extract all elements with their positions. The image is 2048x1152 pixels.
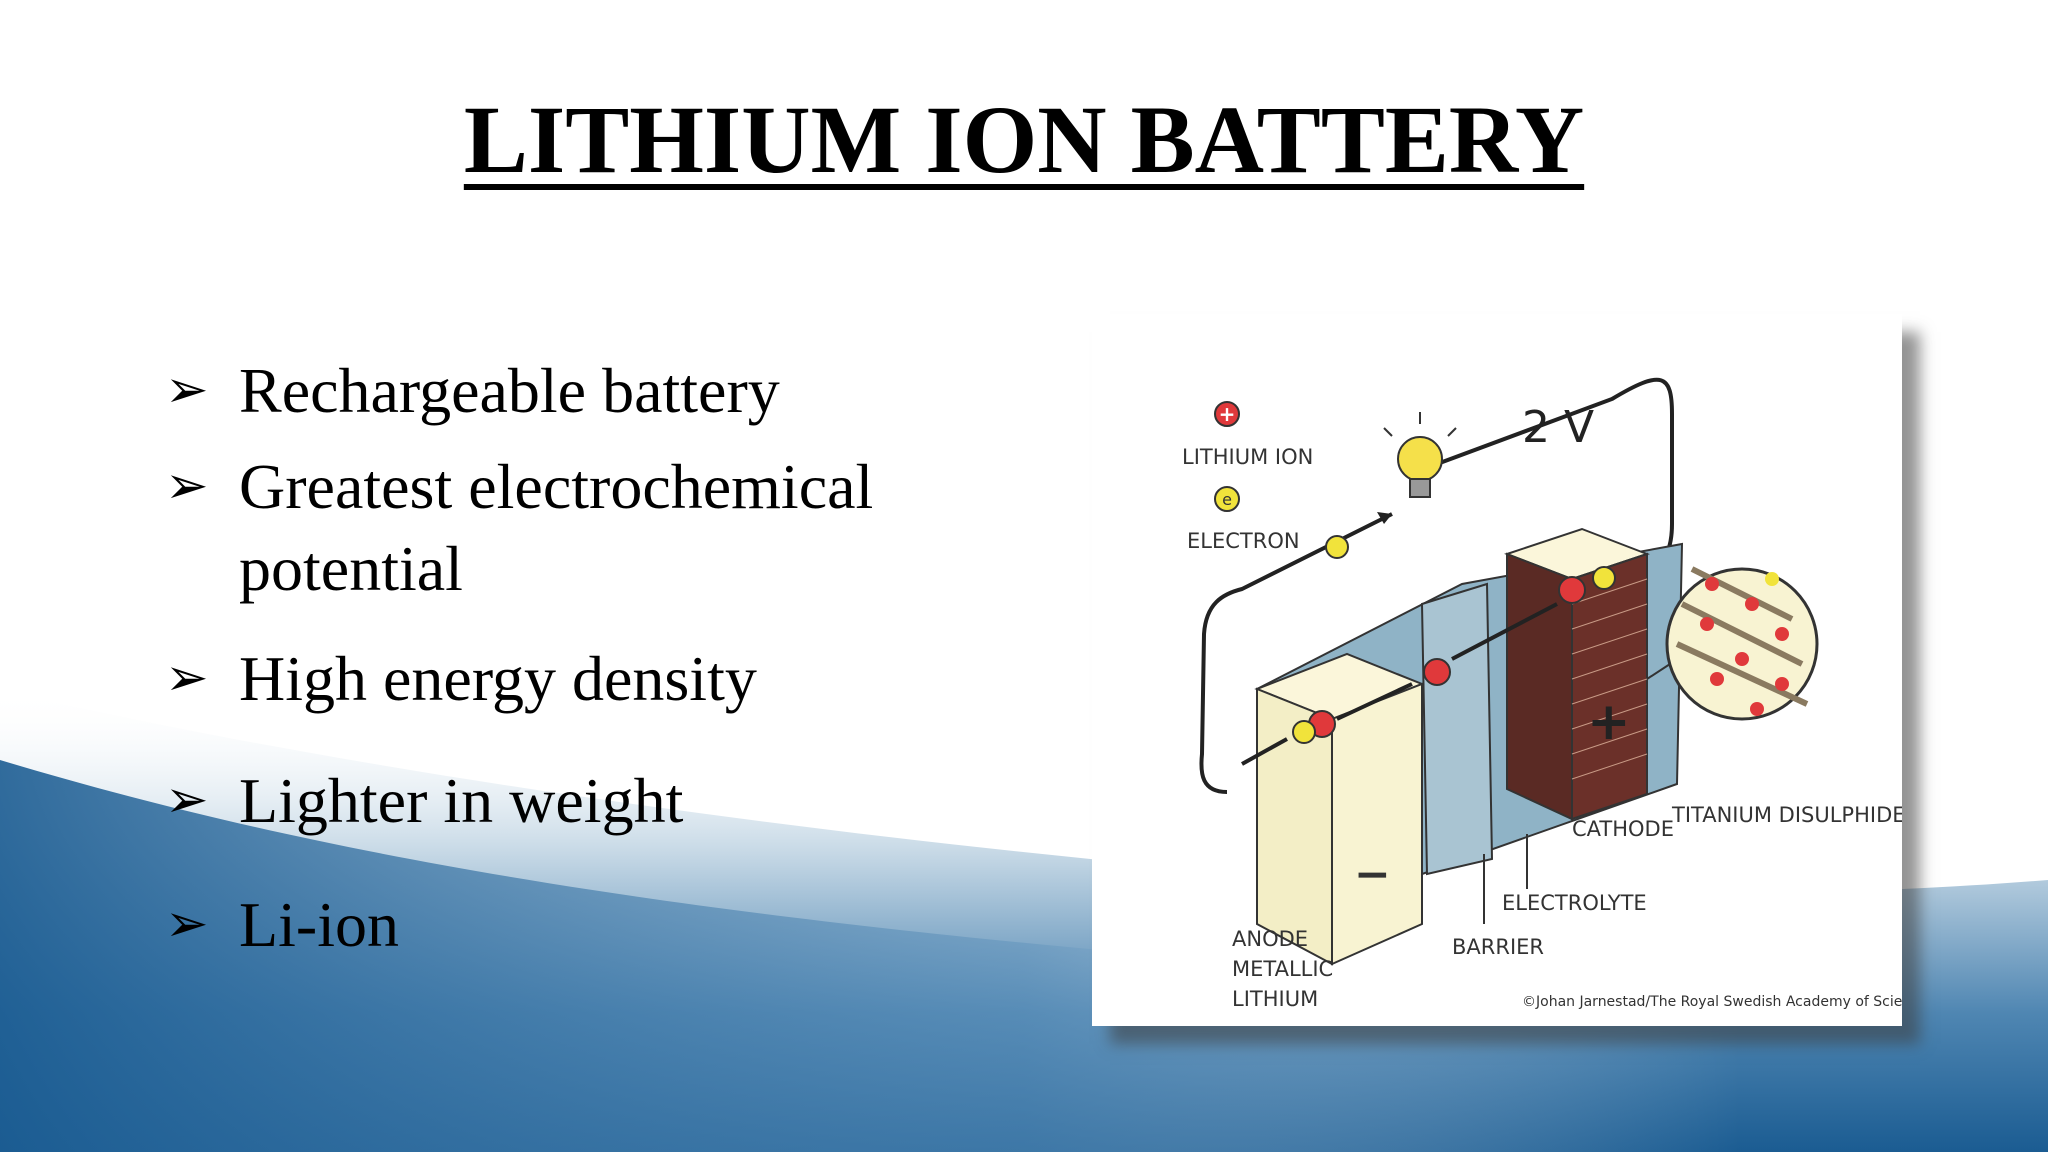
lithium-ion-icon: [1423, 658, 1451, 686]
magnify-pointer: [1646, 663, 1671, 680]
barrier-wall: [1420, 582, 1494, 876]
anode-label-lithium: LITHIUM: [1232, 987, 1318, 1011]
image-credit: ©Johan Jarnestad/The Royal Swedish Acade…: [1522, 994, 1902, 1010]
electron-legend-icon: [1214, 486, 1240, 512]
electrolyte-label: ELECTROLYTE: [1502, 891, 1647, 915]
electron-icon: [1592, 566, 1616, 590]
lithium-ion-plus-glyph: +: [1219, 402, 1236, 426]
bullet-arrow-icon: ➢: [165, 362, 209, 419]
bullet-item-continuation: potential: [165, 528, 463, 610]
anode-side: [1331, 682, 1423, 966]
bullet-text: potential: [239, 533, 463, 604]
bullet-text: Li-ion: [239, 889, 399, 960]
bullet-item: ➢ Li-ion: [165, 884, 399, 966]
voltage-label: 2 V: [1522, 402, 1594, 453]
bullet-item: ➢ Rechargeable battery: [165, 350, 780, 432]
electron-icon: [1292, 720, 1316, 744]
lithium-ion-icon: [1558, 576, 1586, 604]
barrier-label: BARRIER: [1452, 935, 1544, 959]
cathode-layers: [1571, 578, 1648, 780]
bullet-item: ➢ High energy density: [165, 638, 757, 720]
bullet-arrow-icon: ➢: [165, 458, 209, 515]
electron-legend-label: ELECTRON: [1187, 529, 1300, 553]
anode-label: ANODE: [1232, 927, 1308, 951]
light-bulb-icon: [1383, 412, 1457, 498]
cathode-side: [1571, 552, 1648, 821]
battery-diagram: + LITHIUM ION e ELECTRON 2 V −: [1092, 314, 1902, 1026]
lithium-ion-legend-label: LITHIUM ION: [1182, 445, 1313, 469]
bullet-text: Lighter in weight: [239, 765, 684, 836]
titanium-disulphide-magnified: [1665, 566, 1819, 721]
bullet-item: ➢ Lighter in weight: [165, 760, 683, 842]
bullet-item: ➢ Greatest electrochemical: [165, 446, 873, 528]
minus-sign-icon: −: [1354, 849, 1391, 900]
electron-flow-arrow-icon: [1377, 512, 1392, 524]
electron-icon: [1325, 535, 1349, 559]
anode-label-metallic: METALLIC: [1232, 957, 1333, 981]
bullet-arrow-icon: ➢: [165, 896, 209, 953]
electron-glyph: e: [1222, 490, 1232, 509]
bullet-text: Rechargeable battery: [239, 355, 780, 426]
cathode-label: CATHODE: [1572, 817, 1674, 841]
lithium-ion-legend-icon: [1214, 401, 1240, 427]
slide-title: LITHIUM ION BATTERY: [463, 86, 1585, 193]
circuit-wire-left: [1199, 512, 1393, 794]
bullet-text: Greatest electrochemical: [239, 451, 874, 522]
bullet-text: High energy density: [239, 643, 757, 714]
bullet-arrow-icon: ➢: [165, 772, 209, 829]
ion-flow-line: [1336, 682, 1413, 721]
electron-flow-line: [1241, 737, 1288, 766]
plus-sign-icon: +: [1587, 692, 1631, 752]
titanium-disulphide-label: TITANIUM DISULPHIDE: [1671, 803, 1902, 827]
ion-flow-line: [1451, 602, 1558, 661]
battery-diagram-svg: + LITHIUM ION e ELECTRON 2 V −: [1182, 377, 1902, 1011]
bullet-arrow-icon: ➢: [165, 650, 209, 707]
